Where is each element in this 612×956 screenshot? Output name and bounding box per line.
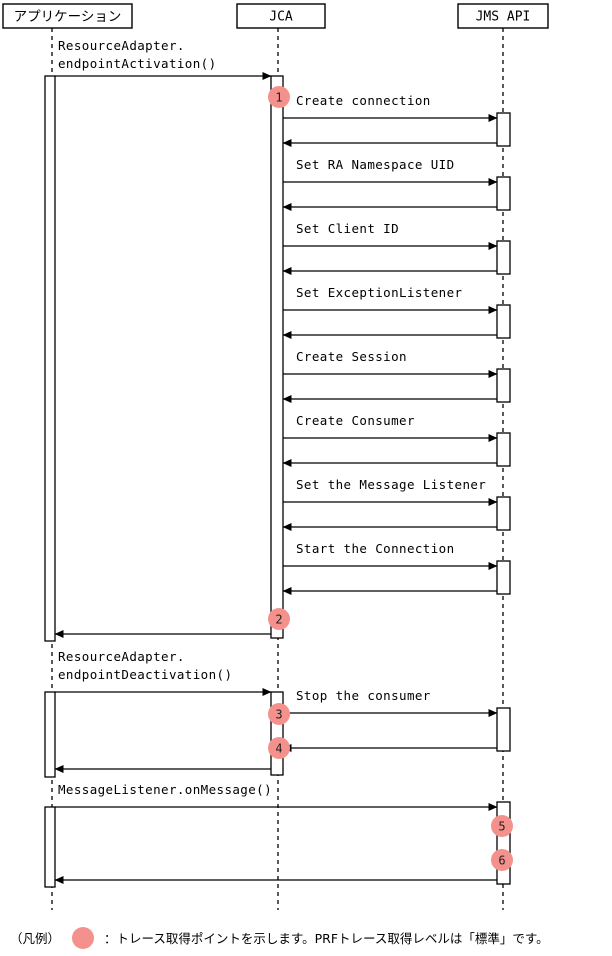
trace-points-group: 1 2 3 4 5 6	[268, 86, 513, 871]
message-m7: Create Consumer	[283, 413, 498, 442]
trace-point-number: 5	[498, 820, 505, 834]
activation-bar-jms_api	[496, 496, 511, 531]
activation-bar-jms_api	[496, 176, 511, 211]
message-m8: Set the Message Listener	[283, 477, 498, 506]
message-m11: ResourceAdapter.endpointDeactivation()	[55, 649, 272, 696]
participant-box-jms_api	[457, 3, 549, 29]
message-label-m14: MessageListener.onMessage()	[58, 782, 272, 797]
message-m12: Stop the consumer	[283, 688, 498, 717]
legend-group: （凡例） ：トレース取得ポイントを示します。PRFトレース取得レベルは「標準」です…	[10, 927, 549, 949]
message-label-m9: Start the Connection	[296, 541, 455, 556]
trace-point-5: 5	[491, 815, 513, 837]
legend-prefix: （凡例）	[10, 931, 60, 946]
activation-bar-jms_api	[496, 801, 511, 885]
message-label-m7: Create Consumer	[296, 413, 415, 428]
message-label-m6: Create Session	[296, 349, 407, 364]
trace-point-circle-icon	[491, 815, 513, 837]
participant-label-jms_api: JMS API	[476, 10, 531, 25]
message-label-m12: Stop the consumer	[296, 688, 431, 703]
trace-point-number: 4	[275, 742, 282, 756]
trace-point-number: 1	[275, 91, 282, 105]
message-label-m2: Create connection	[296, 93, 431, 108]
trace-point-6: 6	[491, 849, 513, 871]
trace-point-number: 2	[275, 613, 282, 627]
activation-bar-jms_api	[496, 240, 511, 275]
activation-bar-jms_api	[496, 304, 511, 339]
message-m6: Create Session	[283, 349, 498, 378]
trace-point-circle-icon	[491, 849, 513, 871]
message-label-m11: ResourceAdapter.endpointDeactivation()	[58, 649, 232, 682]
activation-bar-jms_api	[496, 432, 511, 467]
legend-text: ：トレース取得ポイントを示します。PRFトレース取得レベルは「標準」です。	[104, 931, 549, 946]
message-label-m3: Set RA Namespace UID	[296, 157, 455, 172]
message-m9: Start the Connection	[283, 541, 498, 570]
trace-point-number: 6	[498, 854, 505, 868]
activation-bar-jms_api	[496, 707, 511, 752]
message-m2: Create connection	[283, 93, 498, 122]
activation-bar-jms_api	[496, 368, 511, 403]
activation-bar-jms_api	[496, 560, 511, 595]
messages-group: ResourceAdapter.endpointActivation() Crea…	[54, 38, 498, 884]
trace-point-circle-icon	[268, 737, 290, 759]
trace-point-number: 3	[275, 708, 282, 722]
participant-label-jca: JCA	[269, 10, 293, 25]
trace-point-circle-icon	[268, 86, 290, 108]
trace-point-circle-icon	[268, 703, 290, 725]
message-label-m8: Set the Message Listener	[296, 477, 486, 492]
message-m4: Set Client ID	[283, 221, 498, 250]
participant-application[interactable]: アプリケーション	[2, 3, 133, 29]
message-label-m4: Set Client ID	[296, 221, 399, 236]
activation-bar-application	[44, 691, 56, 778]
trace-point-1: 1	[268, 86, 290, 108]
message-m3: Set RA Namespace UID	[283, 157, 498, 186]
activation-bar-jca	[270, 75, 284, 639]
activation-bar-application	[44, 75, 56, 642]
message-label-m1: ResourceAdapter.endpointActivation()	[58, 38, 217, 71]
participant-boxes-group: アプリケーション JCA JMS API	[2, 3, 549, 29]
participant-jca[interactable]: JCA	[236, 3, 326, 29]
participant-label-application: アプリケーション	[14, 9, 122, 25]
message-m5: Set ExceptionListener	[283, 285, 498, 314]
message-label-m5: Set ExceptionListener	[296, 285, 463, 300]
message-m1: ResourceAdapter.endpointActivation()	[55, 38, 272, 80]
trace-point-2: 2	[268, 608, 290, 630]
participant-box-application	[2, 3, 133, 29]
activation-bar-jms_api	[496, 112, 511, 147]
trace-point-3: 3	[268, 703, 290, 725]
trace-point-4: 4	[268, 737, 290, 759]
legend-trace-point-circle-icon	[72, 927, 94, 949]
participant-jms_api[interactable]: JMS API	[457, 3, 549, 29]
participant-box-jca	[236, 3, 326, 29]
message-m14: MessageListener.onMessage()	[55, 782, 498, 811]
trace-point-circle-icon	[268, 608, 290, 630]
activation-bar-application	[44, 806, 56, 888]
